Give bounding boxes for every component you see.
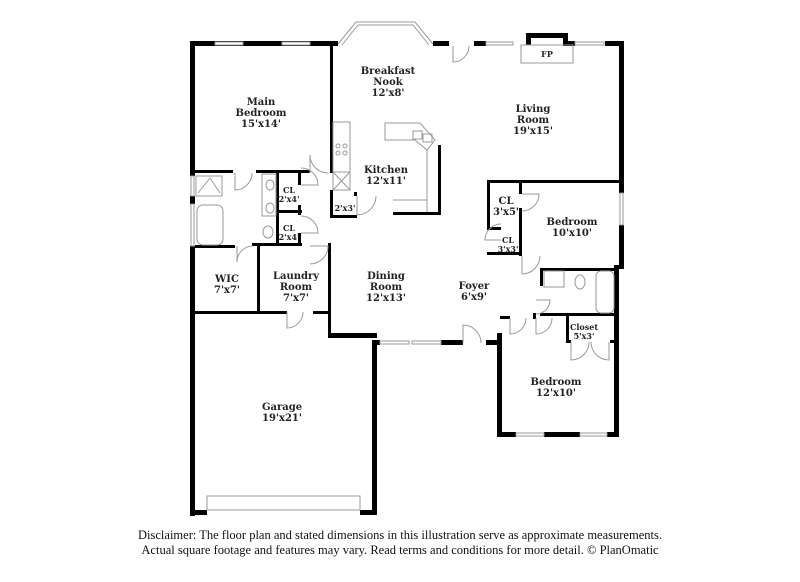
room-label-pantry: 2'x3' xyxy=(334,203,356,213)
doors xyxy=(234,45,610,361)
room-label-bedroom-12x10: Bedroom 12'x10' xyxy=(530,377,582,399)
room-label-wic: WIC 7'x7' xyxy=(213,274,241,296)
room-label-living-room: Living Room 19'x15' xyxy=(513,104,553,137)
room-label-closet-2x4-lower: CL 2'x4' xyxy=(278,223,300,242)
kitchen-fixtures xyxy=(332,121,436,212)
disclaimer-line-2: Actual square footage and features may v… xyxy=(141,543,659,557)
fireplace xyxy=(520,44,574,64)
windows xyxy=(190,41,624,511)
room-label-dining-room: Dining Room 12'x13' xyxy=(366,271,406,304)
disclaimer-line-1: Disclaimer: The floor plan and stated di… xyxy=(138,528,662,542)
room-label-garage: Garage 19'x21' xyxy=(261,402,303,424)
room-label-closet-5x3: Closet 5'x3' xyxy=(569,322,599,341)
fireplace-label: FP xyxy=(541,49,553,59)
room-label-foyer: Foyer 6'x9' xyxy=(458,281,490,303)
disclaimer-text: Disclaimer: The floor plan and stated di… xyxy=(0,528,800,558)
room-label-closet-3x3: CL 3'x3' xyxy=(497,235,519,254)
room-label-closet-3x5: CL 3'x5' xyxy=(492,196,520,218)
bath-fixtures xyxy=(195,173,615,314)
room-label-kitchen: Kitchen 12'x11' xyxy=(363,165,409,187)
room-label-bedroom-10x10: Bedroom 10'x10' xyxy=(546,217,598,239)
room-label-laundry-room: Laundry Room 7'x7' xyxy=(272,271,320,304)
interior-walls xyxy=(195,45,621,343)
floor-plan-drawing xyxy=(190,21,624,516)
room-label-breakfast-nook: Breakfast Nook 12'x8' xyxy=(360,66,416,99)
bay-window xyxy=(337,21,434,46)
room-label-main-bedroom: Main Bedroom 15'x14' xyxy=(235,97,287,130)
room-label-closet-2x4-upper: CL 2'x4' xyxy=(278,185,300,204)
exterior-walls xyxy=(190,33,624,516)
